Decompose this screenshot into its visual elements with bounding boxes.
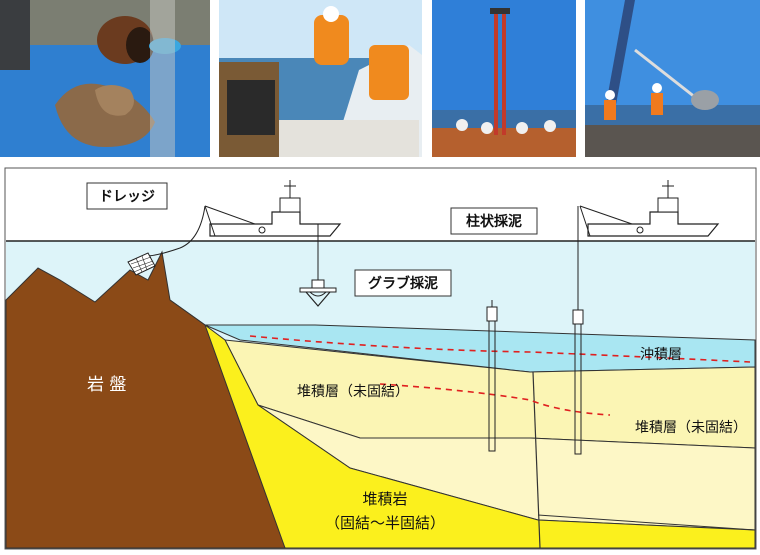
label-sediment-left: 堆積層（未固結）: [297, 384, 409, 400]
grab-sampler: [299, 279, 337, 307]
label-dredge: ドレッジ: [99, 189, 155, 205]
core-sampling-ship: [579, 180, 720, 237]
dredge-ship: [204, 180, 342, 237]
boundary-dashed-upper: [249, 335, 751, 363]
boundary-dashed-lower: [379, 383, 611, 416]
label-sediment-right: 堆積層（未固結）: [635, 420, 747, 436]
label-bedrock: 岩 盤: [87, 375, 126, 395]
grab-sampling-photo: [219, 0, 422, 157]
core-sampler-right: [572, 309, 584, 455]
label-sedimentary-rock: 堆積岩: [362, 490, 407, 508]
core-rig-photo: [432, 0, 576, 157]
dredge-basket: [127, 252, 156, 276]
label-core-sampling: 柱状採泥: [466, 213, 522, 230]
core-sampler-left: [486, 300, 498, 452]
label-sedimentary-rock-note: （固結～半固結）: [325, 514, 445, 532]
core-recovery-photo: [585, 0, 760, 157]
sedimentary-rock-layer: [168, 298, 756, 549]
dredge-sample-photo: [0, 0, 210, 157]
label-grab-sampling: グラブ採泥: [368, 275, 438, 292]
label-alluvium: 沖積層: [640, 347, 682, 363]
